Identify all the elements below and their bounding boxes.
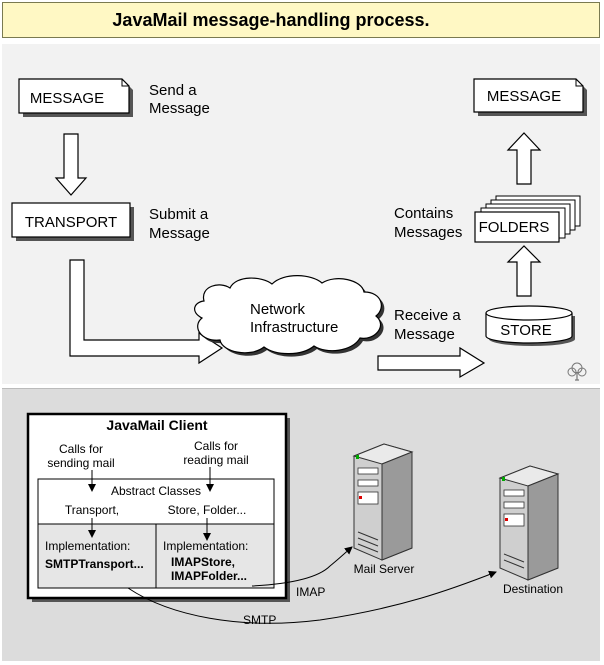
transport-label: TRANSPORT bbox=[25, 214, 117, 231]
abstract-classes-label: Abstract Classes bbox=[111, 484, 201, 498]
impl-right-value-line2: IMAPFolder... bbox=[171, 569, 247, 583]
send-caption-line2: Message bbox=[149, 100, 210, 117]
client-title: JavaMail Client bbox=[106, 417, 207, 433]
destination-label: Destination bbox=[503, 582, 563, 596]
receive-caption-line2: Message bbox=[394, 326, 455, 343]
store-up-arrow bbox=[506, 245, 542, 297]
message-send-box: MESSAGE bbox=[18, 78, 133, 117]
calls-sending-line1: Calls for bbox=[59, 442, 103, 456]
tree-icon bbox=[567, 362, 587, 381]
mail-server-label: Mail Server bbox=[354, 562, 415, 576]
store-cylinder: STORE bbox=[485, 305, 575, 346]
folders-up-arrow bbox=[506, 132, 542, 185]
network-cloud: Network Infrastructure bbox=[194, 275, 385, 357]
folders-stack: FOLDERS bbox=[474, 195, 581, 243]
message-receive-label: MESSAGE bbox=[487, 88, 561, 105]
imap-label: IMAP bbox=[296, 585, 325, 599]
calls-sending-line2: sending mail bbox=[47, 456, 114, 470]
impl-right-value-line1: IMAPStore, bbox=[171, 555, 235, 569]
impl-left-value: SMTPTransport... bbox=[45, 557, 144, 571]
title-bar: JavaMail message-handling process. bbox=[2, 2, 600, 38]
destination-server-icon bbox=[498, 465, 560, 581]
impl-left-label: Implementation: bbox=[45, 539, 130, 553]
calls-reading-line1: Calls for bbox=[194, 439, 238, 453]
abstract-classes-box bbox=[37, 478, 275, 525]
submit-caption-line1: Submit a bbox=[149, 206, 209, 223]
send-down-arrow bbox=[54, 133, 88, 196]
folders-label: FOLDERS bbox=[479, 219, 550, 236]
calls-reading-line2: reading mail bbox=[183, 453, 248, 467]
diagram-title: JavaMail message-handling process. bbox=[112, 10, 430, 30]
mail-server-icon bbox=[352, 443, 414, 561]
impl-left-box bbox=[37, 523, 157, 589]
smtp-label: SMTP bbox=[243, 613, 276, 627]
imap-connection bbox=[251, 546, 353, 587]
store-class-label: Store, Folder... bbox=[168, 503, 247, 517]
receive-arrow bbox=[377, 346, 486, 379]
contains-caption-line1: Contains bbox=[394, 205, 453, 222]
submit-caption-line2: Message bbox=[149, 225, 210, 242]
network-label-line2: Infrastructure bbox=[250, 319, 338, 336]
impl-right-label: Implementation: bbox=[163, 539, 248, 553]
transport-box: TRANSPORT bbox=[11, 202, 134, 241]
impl-right-box bbox=[155, 523, 275, 589]
receive-caption-line1: Receive a bbox=[394, 307, 461, 324]
network-label-line1: Network bbox=[250, 301, 306, 318]
store-label: STORE bbox=[500, 322, 551, 339]
message-send-label: MESSAGE bbox=[30, 90, 104, 107]
transport-class-label: Transport, bbox=[65, 503, 119, 517]
smtp-connection bbox=[127, 570, 497, 624]
contains-caption-line2: Messages bbox=[394, 224, 462, 241]
send-caption-line1: Send a bbox=[149, 82, 197, 99]
message-receive-box: MESSAGE bbox=[473, 78, 587, 116]
